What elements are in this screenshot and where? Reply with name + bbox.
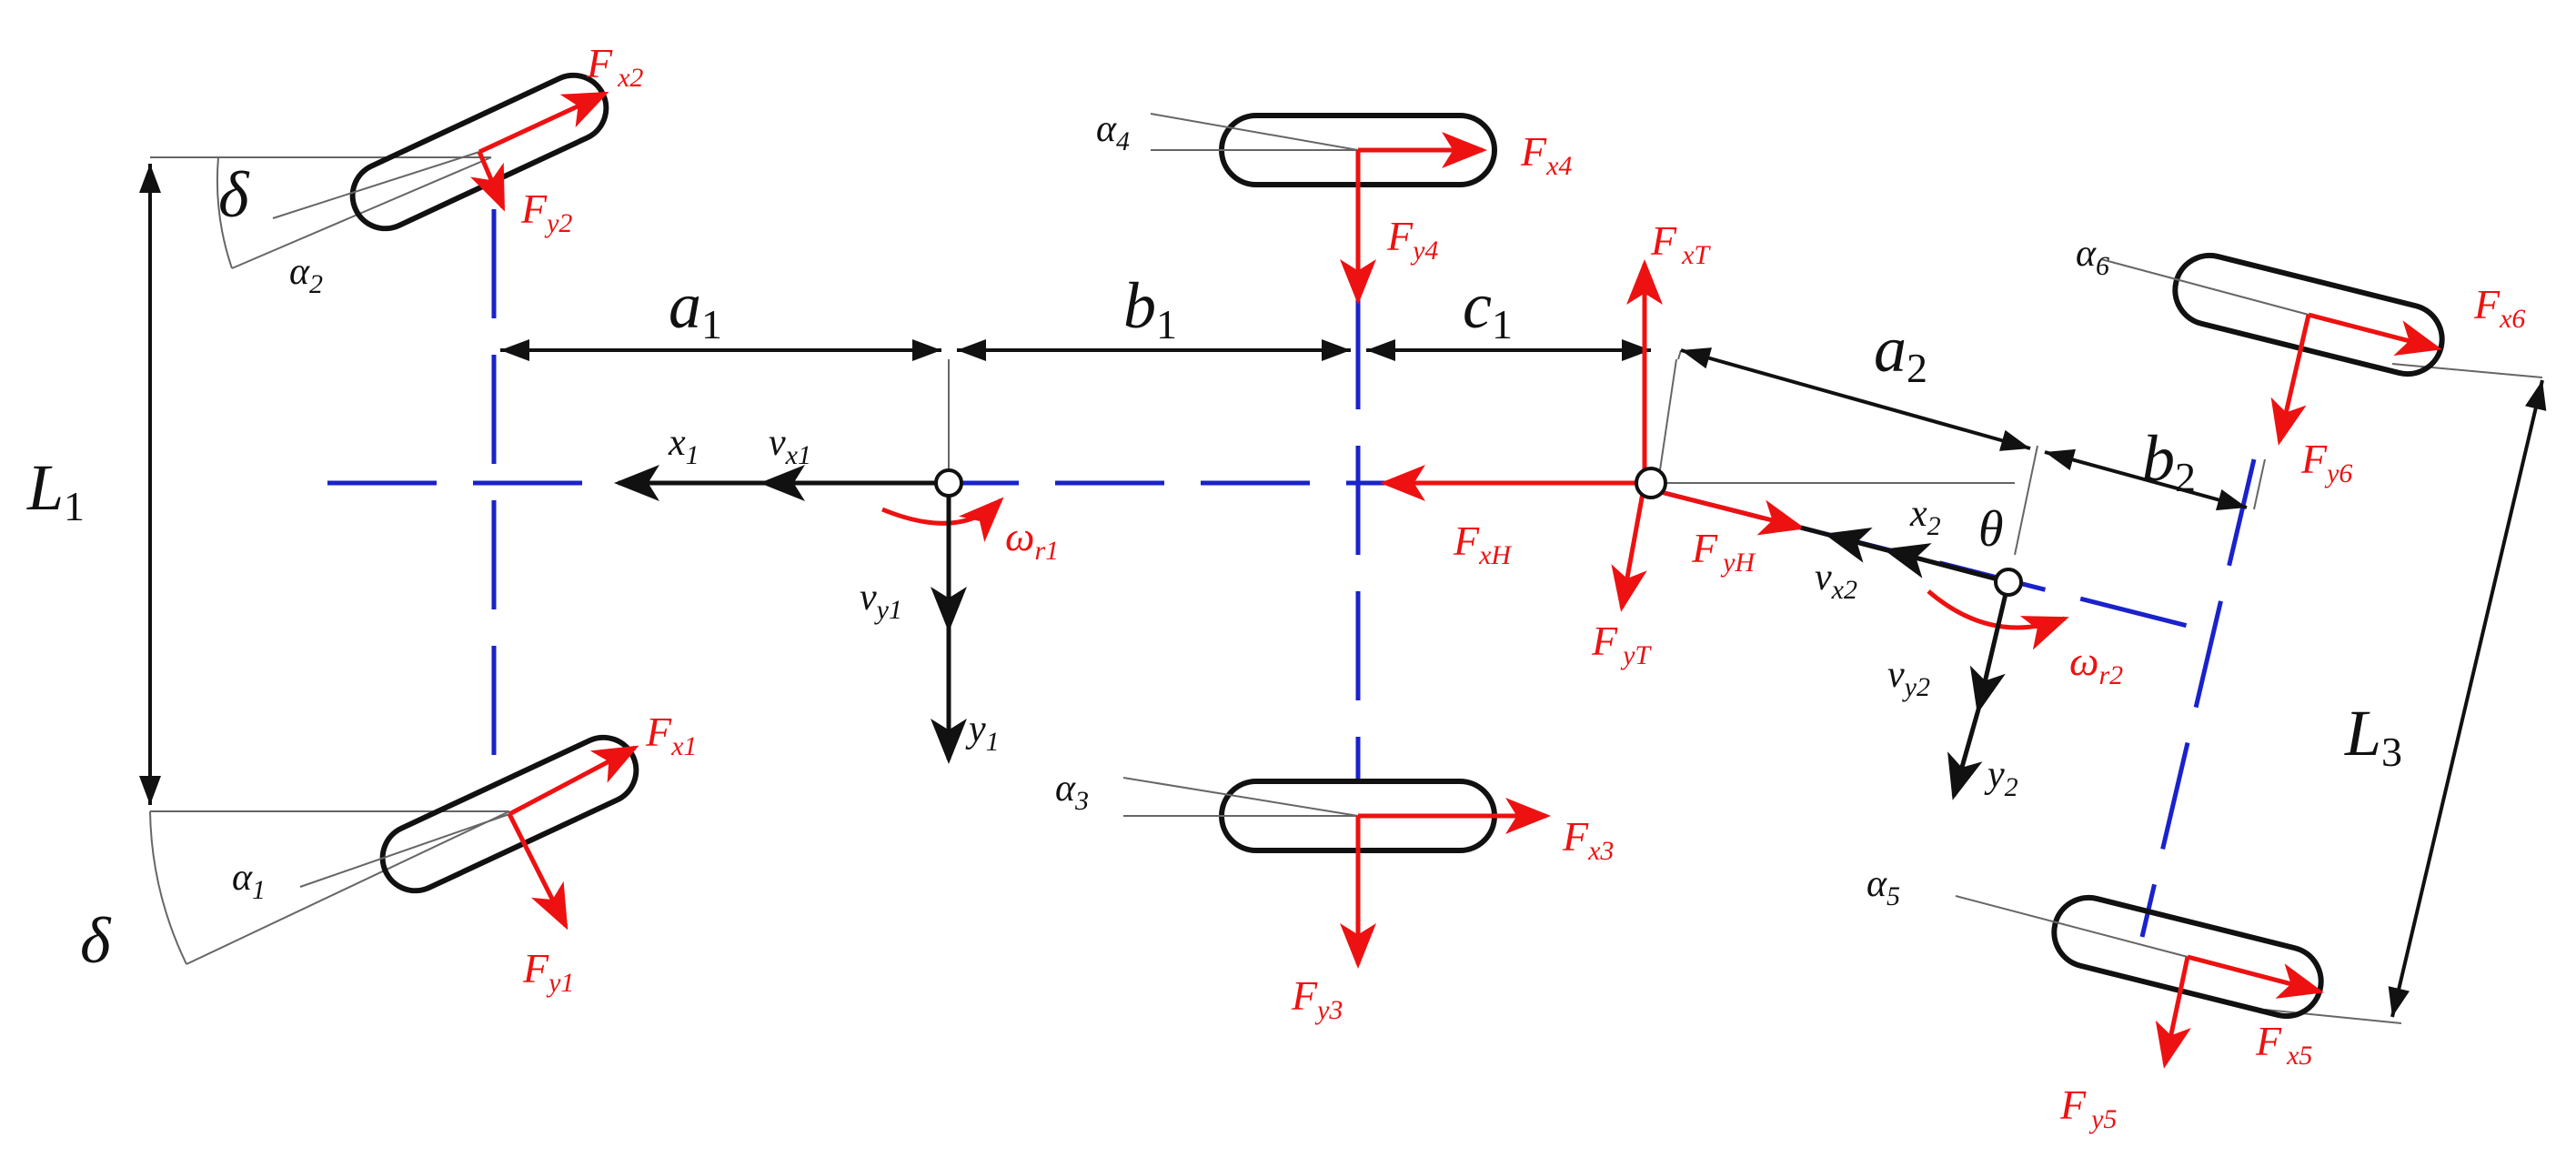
label-L1: L1 xyxy=(26,451,85,529)
label-alpha3: α3 xyxy=(1055,768,1089,816)
dim-a2 xyxy=(1680,347,2031,451)
kinematic-labels: x1 vx1 vy1 y1 x2 vx2 vy2 y2 xyxy=(668,422,2018,802)
label-vx2: vx2 xyxy=(1815,557,1857,605)
label-b2: b2 xyxy=(2142,422,2196,500)
wheels xyxy=(349,72,2445,1020)
label-Fy4: Fy4 xyxy=(1386,213,1438,266)
slip-line-6 xyxy=(2100,258,2309,316)
arrow-Fx2 xyxy=(478,91,609,155)
yaw-arrow-r1 xyxy=(881,497,1004,542)
label-y1: y1 xyxy=(965,709,1000,757)
arrow-Fy1 xyxy=(507,812,569,931)
slip-angle-labels: α2 α1 α4 α3 α6 α5 xyxy=(232,108,2109,911)
label-x2: x2 xyxy=(1909,493,1941,541)
guide-lines xyxy=(149,156,2543,1024)
label-delta-top: δ xyxy=(218,158,250,231)
label-a1: a1 xyxy=(669,269,722,347)
arrow-Fx1 xyxy=(508,745,639,817)
dimension-labels: a1 b1 c1 L1 a2 b2 L3 δ δ θ xyxy=(26,158,2402,977)
slip-line-5 xyxy=(1955,895,2189,958)
dim-b2 xyxy=(2044,448,2248,511)
tractor-cg xyxy=(934,468,963,498)
label-vy2: vy2 xyxy=(1887,654,1930,702)
arrow-Fx6 xyxy=(2308,312,2442,357)
arrow-vy2 xyxy=(1969,581,2011,714)
kinematic-arrows xyxy=(614,465,2011,800)
label-y2: y2 xyxy=(1984,754,2018,802)
arrow-Fy6 xyxy=(2270,314,2311,446)
label-alpha5: α5 xyxy=(1867,863,1900,911)
slip-line-4 xyxy=(1150,113,1359,151)
arrow-vx2 xyxy=(1883,543,2009,585)
arrow-Fx5 xyxy=(2187,954,2324,999)
trailer-axle-line xyxy=(2139,458,2257,938)
center-points xyxy=(934,467,2023,597)
label-Fy3: Fy3 xyxy=(1291,972,1343,1025)
delta-arc-bottom xyxy=(149,810,187,965)
label-Fy2: Fy2 xyxy=(520,186,572,238)
label-wr1: ωr1 xyxy=(1005,513,1059,566)
guide-a2-start xyxy=(1677,349,1682,360)
label-alpha2: α2 xyxy=(289,251,323,299)
guide-L3-bottom xyxy=(2264,1009,2402,1024)
label-wr2: ωr2 xyxy=(2069,638,2123,690)
slip-angle-lines xyxy=(272,113,2309,958)
hitch-point xyxy=(1635,467,1667,499)
force-arrows xyxy=(469,91,2442,1069)
delta-ray-top xyxy=(231,156,492,269)
arrow-FyH xyxy=(1656,488,1806,536)
arrow-x2 xyxy=(1824,528,1888,563)
label-L3: L3 xyxy=(2344,697,2402,775)
label-Fx4: Fx4 xyxy=(1520,128,1572,181)
yaw-arrow-r2 xyxy=(1927,589,2069,650)
slip-line-1 xyxy=(299,813,510,888)
label-Fy6: Fy6 xyxy=(2300,436,2352,488)
label-delta-bottom: δ xyxy=(80,904,112,977)
label-Fx3: Fx3 xyxy=(1562,813,1614,866)
guide-hitch-up xyxy=(1657,358,1677,483)
label-Fy1: Fy1 xyxy=(522,945,574,998)
label-a2: a2 xyxy=(1874,313,1927,391)
guide-L3-top xyxy=(2391,363,2543,378)
guide-b2-right xyxy=(2253,458,2266,510)
arrow-FyT xyxy=(1611,482,1647,612)
slip-line-3 xyxy=(1122,777,1359,817)
arrow-y2 xyxy=(1947,709,1983,800)
label-x1: x1 xyxy=(668,422,699,470)
slip-line-2 xyxy=(272,151,480,219)
label-b1: b1 xyxy=(1123,269,1177,347)
label-vy1: vy1 xyxy=(860,577,902,625)
label-theta: θ xyxy=(1978,501,2004,558)
label-Fx6: Fx6 xyxy=(2473,281,2525,334)
label-alpha6: α6 xyxy=(2076,233,2109,281)
dimension-arrows xyxy=(139,164,2547,1018)
arrow-Fy5 xyxy=(2155,956,2191,1069)
label-Fx1: Fx1 xyxy=(645,709,697,761)
label-alpha4: α4 xyxy=(1096,108,1130,156)
delta-ray-bottom xyxy=(186,810,510,965)
label-c1: c1 xyxy=(1463,269,1513,347)
label-vx1: vx1 xyxy=(769,422,811,470)
label-FxH: FxH xyxy=(1453,518,1513,570)
dim-L3 xyxy=(2388,379,2547,1018)
trailer-cg xyxy=(1994,568,2023,597)
arrow-Fy2 xyxy=(469,151,506,212)
guide-theta-vert xyxy=(2014,445,2038,556)
delta-arc-top xyxy=(216,156,233,269)
label-alpha1: α1 xyxy=(232,857,266,905)
